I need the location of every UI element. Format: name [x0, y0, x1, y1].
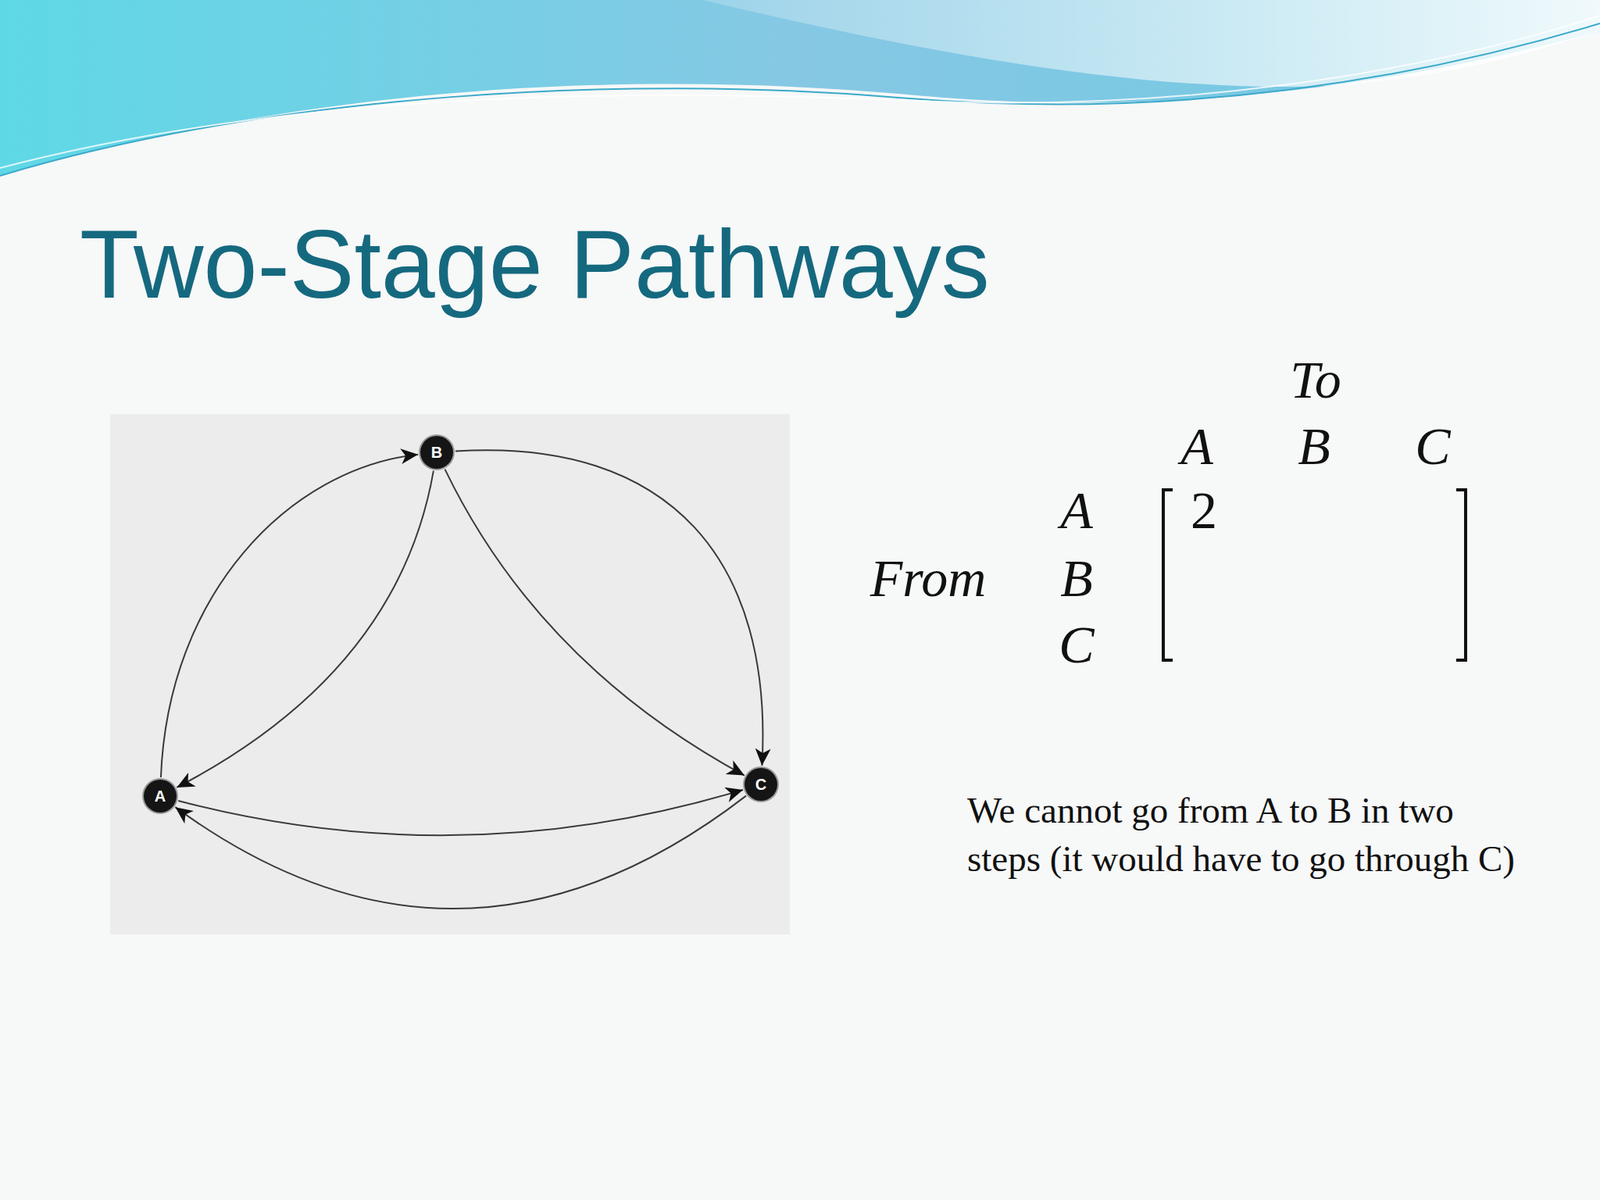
axis-label: From [870, 551, 987, 605]
directed-edge [160, 454, 418, 778]
row-header: B [1060, 551, 1093, 605]
vertex-label: B [431, 444, 443, 461]
column-header: C [1414, 419, 1450, 473]
directed-edge [178, 789, 743, 836]
directed-edge [176, 471, 434, 788]
vertex-label: C [755, 776, 767, 793]
vertex-label: A [154, 788, 166, 804]
header-wave [0, 0, 1600, 180]
slide-title: Two-Stage Pathways [79, 215, 990, 313]
directed-edge [175, 796, 747, 909]
row-header: A [1060, 483, 1093, 537]
graph-vertex: C [744, 767, 778, 801]
note-text: We cannot go from A to B in two steps (i… [967, 785, 1530, 883]
matrix-bracket [1163, 489, 1173, 661]
graph-panel [110, 414, 790, 935]
column-header: A [1180, 419, 1214, 473]
directed-edge [455, 450, 764, 766]
graph-vertex: B [420, 435, 454, 469]
directed-edge [444, 469, 744, 776]
graph-vertex: A [143, 779, 177, 813]
column-header: B [1297, 419, 1331, 473]
axis-label: To [1289, 353, 1342, 407]
row-header: C [1058, 617, 1094, 672]
matrix-bracket [1456, 489, 1466, 661]
matrix-cell: 2 [1190, 483, 1218, 537]
